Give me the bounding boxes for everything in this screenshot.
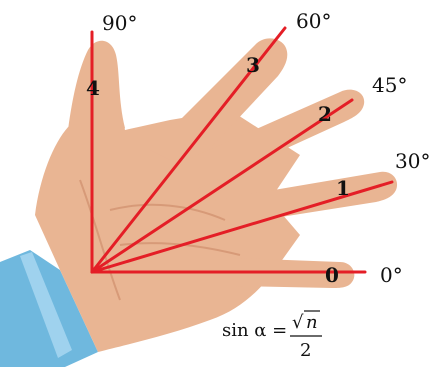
hand-illustration (35, 38, 398, 352)
angle-label-60: 60° (296, 9, 331, 33)
formula-radical-sign: √ (292, 312, 304, 333)
ray-30-degrees (90, 180, 394, 274)
finger-number-1: 1 (336, 176, 350, 200)
angle-label-0: 0° (380, 263, 403, 287)
sine-formula: sin α = √ n 2 (222, 310, 322, 361)
angle-label-45: 45° (372, 73, 407, 97)
finger-number-0: 0 (325, 263, 339, 287)
angle-rays (90, 26, 394, 274)
finger-number-2: 2 (318, 102, 332, 126)
formula-lhs: sin α = (222, 320, 287, 341)
angle-label-90: 90° (102, 11, 137, 35)
finger-number-3: 3 (246, 53, 260, 77)
formula-denominator: 2 (300, 340, 311, 361)
sleeve-cuff (0, 250, 98, 367)
finger-number-4: 4 (86, 76, 100, 100)
angle-label-30: 30° (395, 149, 430, 173)
ray-60-degrees (90, 26, 287, 274)
ray-45-degrees (90, 98, 354, 274)
formula-radicand: n (306, 312, 318, 333)
